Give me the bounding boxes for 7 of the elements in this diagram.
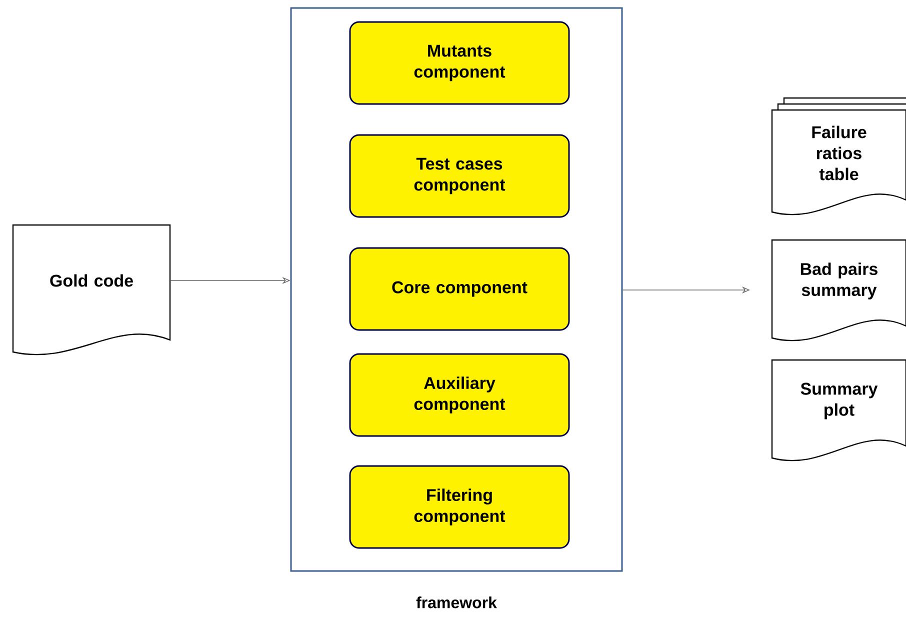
component-box: Filtering component [349, 465, 570, 549]
component-box: Auxiliary component [349, 353, 570, 437]
component-box: Mutants component [349, 21, 570, 105]
frame-caption: framework [416, 596, 497, 608]
component-box: Test cases component [349, 134, 570, 218]
stacked-document: Failure ratios table [771, 97, 906, 216]
component-box: Core component [349, 247, 570, 331]
